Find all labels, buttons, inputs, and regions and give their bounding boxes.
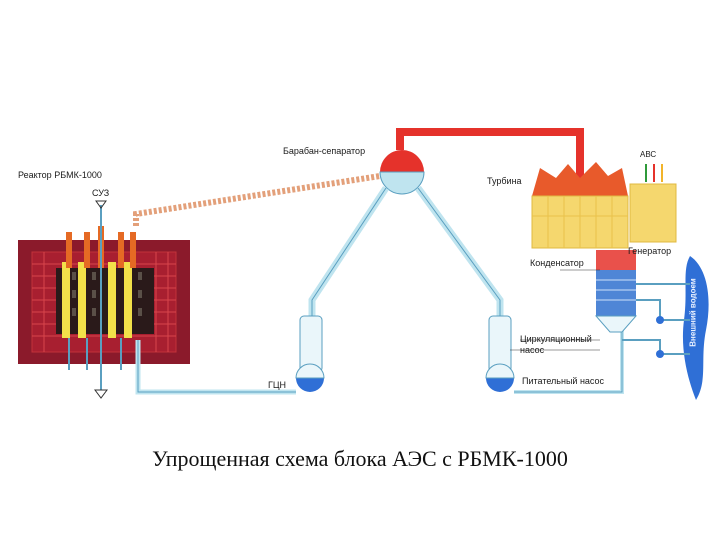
caption: Упрощенная схема блока АЭС с РБМК-1000: [152, 446, 568, 471]
feed-pump: [485, 315, 515, 392]
circulation-pipes: [622, 283, 690, 355]
suz-top-icon: [95, 200, 107, 209]
leader-lines: [510, 269, 600, 351]
generator: [629, 183, 677, 243]
graphite-blocks: [72, 272, 142, 316]
label-avs: АВС: [640, 150, 657, 159]
label-cooling-pond: Внешний водоем: [682, 258, 702, 378]
suz-tubes: [68, 205, 122, 390]
separator-drum: [379, 150, 425, 195]
fuel-channels: [62, 262, 132, 338]
label-cooling-pond-text: Внешний водоем: [688, 278, 698, 347]
steam-water-pipe: [133, 173, 381, 226]
steam-line: [396, 128, 584, 180]
avs-arrows-icon: [645, 164, 663, 182]
label-circulation-pump: Циркуляционный насос: [520, 334, 592, 355]
reactor: [18, 200, 190, 399]
label-condenser: Конденсатор: [530, 258, 584, 268]
feed-line: [415, 185, 504, 318]
circulation-pump-icons: [656, 316, 664, 358]
turbine: [531, 162, 629, 249]
label-suz: СУЗ: [92, 188, 110, 198]
downcomer-gcn-outline: [311, 187, 387, 318]
condenser: [594, 250, 638, 333]
label-gcn: ГЦН: [268, 380, 287, 390]
label-reactor: Реактор РБМК-1000: [18, 170, 102, 180]
gcn-pump: [295, 315, 325, 392]
label-separator-drum: Барабан-сепаратор: [283, 146, 366, 156]
downcomer-gcn: [308, 186, 389, 318]
label-generator: Генератор: [628, 246, 672, 256]
feed-line-outline: [417, 187, 501, 318]
suz-arrow-icon: [94, 389, 108, 399]
gcn-return-outline: [137, 340, 296, 393]
label-turbine: Турбина: [487, 176, 522, 186]
label-feed-pump: Питательный насос: [522, 376, 605, 386]
condensate-outline: [514, 320, 623, 393]
cooling-pond: [682, 256, 709, 400]
